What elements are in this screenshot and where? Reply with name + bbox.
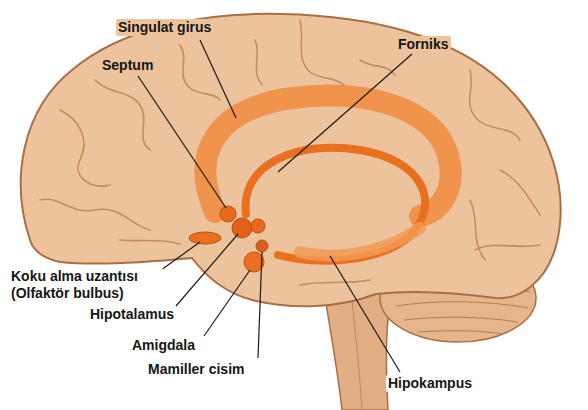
leader-lines — [138, 40, 412, 372]
part-label: Singulat girus — [116, 19, 213, 36]
part-label: Forniks — [396, 36, 451, 53]
hypothalamus-shape — [251, 219, 265, 233]
part-label: Hipotalamus — [88, 306, 176, 323]
septum-shape — [220, 206, 236, 222]
part-label: Mamiller cisim — [146, 361, 247, 378]
gyri — [40, 20, 540, 285]
hippocampus — [300, 228, 420, 256]
olfactory-bulb — [189, 232, 221, 244]
mammillary-body — [256, 240, 268, 252]
part-label: Amigdala — [130, 337, 197, 354]
fornix-hippocampus — [246, 148, 425, 261]
part-label: Hipokampus — [386, 375, 474, 392]
brainstem-fold — [352, 300, 362, 410]
hypothalamus-shape — [232, 218, 252, 238]
part-label: Septum — [100, 57, 155, 74]
part-label: Koku alma uzantısı (Olfaktör bulbus) — [9, 268, 163, 302]
cerebrum — [21, 14, 561, 306]
